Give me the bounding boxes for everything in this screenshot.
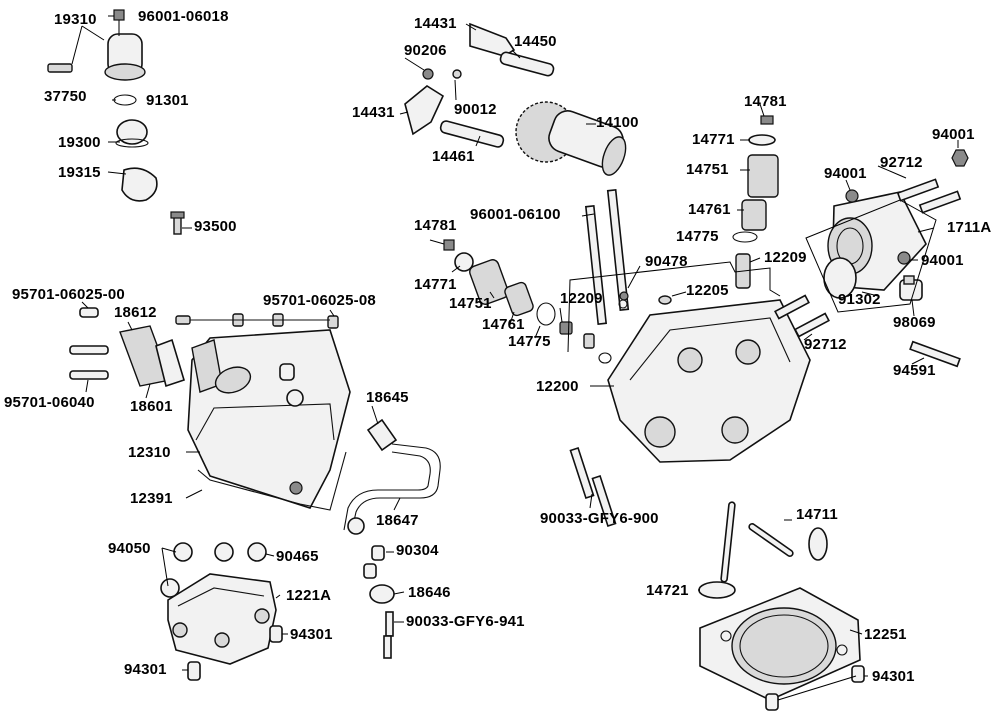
intake-group-bracket (805, 199, 937, 313)
cylinder-head-group-bracket (567, 261, 781, 353)
label-18612: 18612 (114, 304, 157, 321)
label-94301-bottom-left: 94301 (124, 661, 167, 678)
label-14100: 14100 (596, 114, 639, 131)
valve-spring-group-left (443, 239, 556, 326)
label-19310: 19310 (54, 11, 97, 28)
label-14775-left: 14775 (508, 333, 551, 350)
label-95701-06040: 95701-06040 (4, 394, 95, 411)
label-12251: 12251 (864, 626, 907, 643)
label-14431-top: 14431 (414, 15, 457, 32)
head-bolts (584, 189, 630, 325)
camshaft-rocker-group (404, 22, 627, 176)
label-1711A: 1711A (947, 219, 992, 236)
label-18645: 18645 (366, 389, 409, 406)
label-91302: 91302 (838, 291, 881, 308)
label-14461: 14461 (432, 148, 475, 165)
label-94591: 94591 (893, 362, 936, 379)
label-12200: 12200 (536, 378, 579, 395)
label-94301-bottom-right: 94301 (872, 668, 915, 685)
label-93500: 93500 (194, 218, 237, 235)
label-91301: 91301 (146, 92, 189, 109)
label-96001-06018: 96001-06018 (138, 8, 229, 25)
label-14771-left: 14771 (414, 276, 457, 293)
label-90478: 90478 (645, 253, 688, 270)
cylinder-head (559, 253, 811, 463)
label-14771-right: 14771 (692, 131, 735, 148)
label-14761-right: 14761 (688, 201, 731, 218)
label-18646: 18646 (408, 584, 451, 601)
label-95701-06025-08: 95701-06025-08 (263, 292, 376, 309)
label-12209-left: 12209 (560, 290, 603, 307)
label-90012: 90012 (454, 101, 497, 118)
label-14431-lower: 14431 (352, 104, 395, 121)
label-94001-top: 94001 (932, 126, 975, 143)
cam-holder (160, 542, 395, 681)
label-19300: 19300 (58, 134, 101, 151)
label-94301-cam-holder: 94301 (290, 626, 333, 643)
label-92712-top: 92712 (880, 154, 923, 171)
head-cover-group (69, 307, 351, 511)
valve-spring-group-right (732, 115, 779, 243)
studs (383, 178, 962, 659)
label-14751-left: 14751 (449, 295, 492, 312)
label-14775-right: 14775 (676, 228, 719, 245)
label-14761-left: 14761 (482, 316, 525, 333)
label-1221A: 1221A (286, 587, 332, 604)
label-90465: 90465 (276, 548, 319, 565)
head-gasket (699, 587, 865, 711)
label-12391: 12391 (130, 490, 173, 507)
label-12205: 12205 (686, 282, 729, 299)
label-19315: 19315 (58, 164, 101, 181)
thermostat-housing-group (47, 9, 185, 235)
label-90033-GFY6-941: 90033-GFY6-941 (406, 613, 525, 630)
label-96001-06100: 96001-06100 (470, 206, 561, 223)
label-37750: 37750 (44, 88, 87, 105)
label-14781-left: 14781 (414, 217, 457, 234)
label-90304: 90304 (396, 542, 439, 559)
label-94001-left: 94001 (824, 165, 867, 182)
label-14721: 14721 (646, 582, 689, 599)
label-12209-right: 12209 (764, 249, 807, 266)
label-18601: 18601 (130, 398, 173, 415)
label-14450: 14450 (514, 33, 557, 50)
label-98069: 98069 (893, 314, 936, 331)
label-90206: 90206 (404, 42, 447, 59)
leader-lines (71, 15, 959, 677)
valves (698, 501, 828, 599)
label-18647: 18647 (376, 512, 419, 529)
label-94001-right: 94001 (921, 252, 964, 269)
label-95701-06025-00: 95701-06025-00 (12, 286, 125, 303)
label-14711: 14711 (796, 506, 838, 523)
label-92712-lower: 92712 (804, 336, 847, 353)
label-12310: 12310 (128, 444, 171, 461)
label-14751-right: 14751 (686, 161, 729, 178)
label-14781-right: 14781 (744, 93, 787, 110)
label-90033-GFY6-900: 90033-GFY6-900 (540, 510, 659, 527)
label-94050: 94050 (108, 540, 151, 557)
